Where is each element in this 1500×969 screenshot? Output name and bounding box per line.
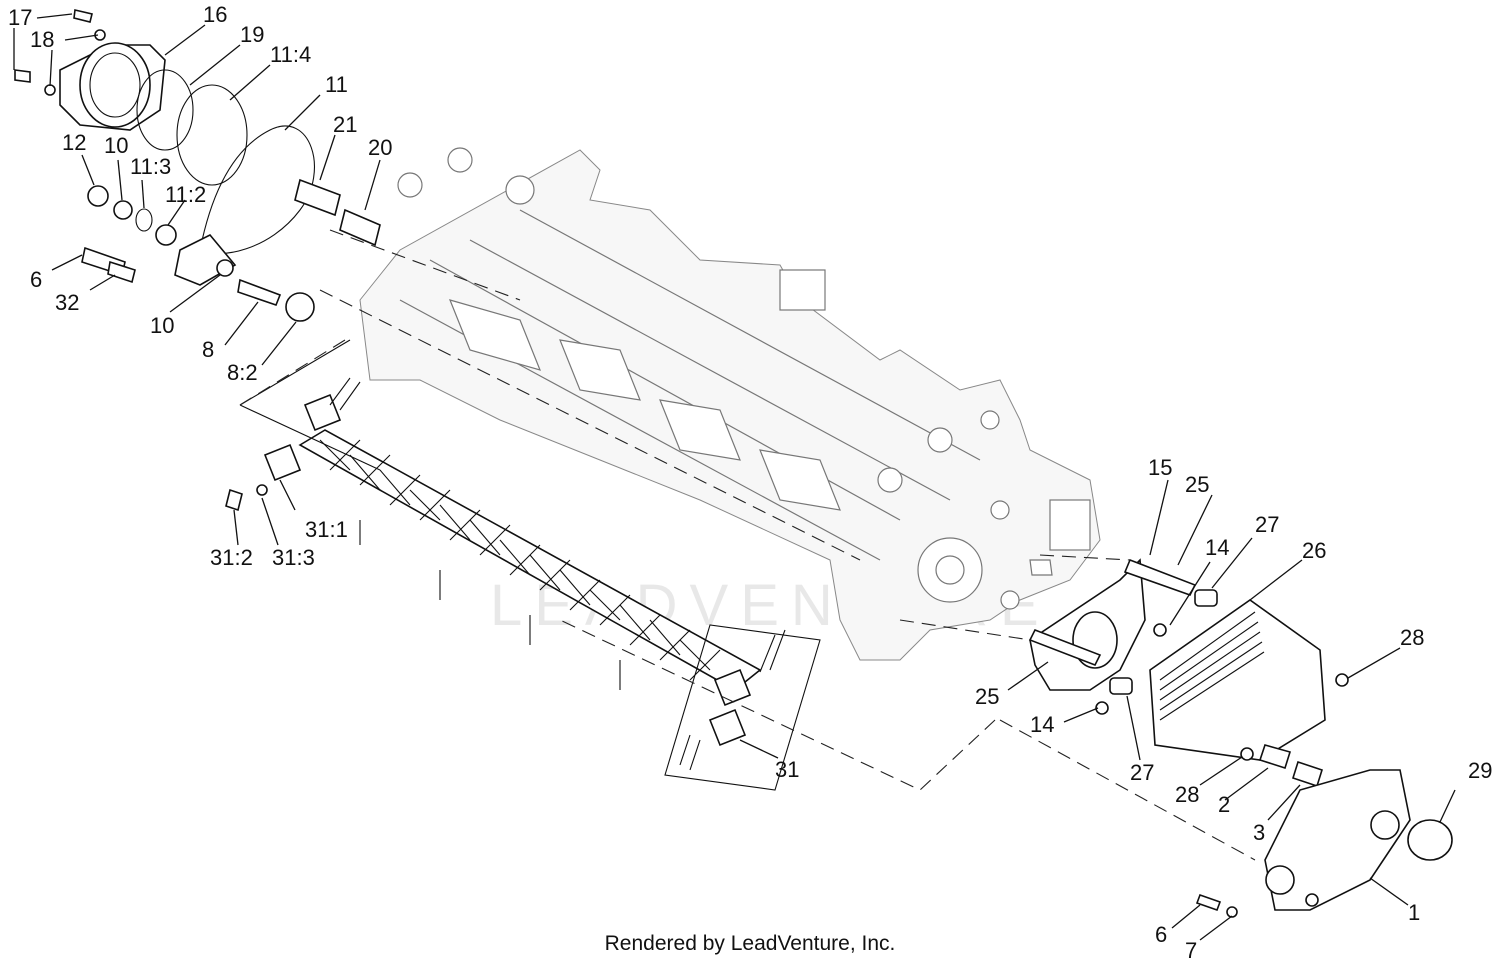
bearing-12 — [87, 185, 109, 207]
belt-11 — [199, 125, 315, 255]
callout-1: 1 — [1408, 900, 1420, 925]
bearing-kit-left — [225, 377, 361, 512]
callout-15: 15 — [1148, 455, 1172, 480]
rod-25-b — [1028, 628, 1102, 667]
callout-10-a: 10 — [104, 133, 128, 158]
screw-14-b — [1095, 701, 1109, 715]
callout-8: 8 — [202, 337, 214, 362]
rod-25-a — [1123, 558, 1197, 596]
nut-28-a — [1335, 673, 1349, 687]
bearing-8-2 — [285, 292, 315, 322]
washer-11-2 — [155, 224, 177, 246]
callout-28-a: 28 — [1400, 625, 1424, 650]
callout-10-b: 10 — [150, 313, 174, 338]
render-credit: Rendered by LeadVenture, Inc. — [604, 932, 896, 955]
callout-11-4: 11:4 — [270, 42, 311, 67]
cap-29 — [1407, 819, 1453, 861]
bearing-housing — [59, 42, 166, 131]
callout-14-b: 14 — [1030, 712, 1054, 737]
callout-31-3: 31:3 — [272, 545, 315, 570]
callout-11: 11 — [325, 72, 348, 97]
spacer-27-a — [1194, 589, 1218, 607]
cover-26 — [1149, 599, 1326, 761]
callout-20: 20 — [368, 135, 392, 160]
leader-lines — [13, 13, 1456, 941]
callout-2: 2 — [1218, 792, 1230, 817]
callout-14-a: 14 — [1205, 535, 1229, 560]
callout-32: 32 — [55, 290, 79, 315]
callout-31-1: 31:1 — [305, 517, 348, 542]
callout-25-a: 25 — [1185, 472, 1209, 497]
callout-26: 26 — [1302, 538, 1326, 563]
callout-18: 18 — [30, 27, 54, 52]
gasket-11-4 — [176, 84, 248, 186]
callout-28-b: 28 — [1175, 782, 1199, 807]
callout-11-2: 11:2 — [165, 182, 206, 207]
gearbox-1 — [1264, 769, 1411, 911]
spacer-3 — [1292, 760, 1323, 788]
callout-6-b: 6 — [1155, 922, 1167, 947]
spacer-27-b — [1109, 677, 1133, 695]
callout-31: 31 — [775, 757, 799, 782]
callout-3: 3 — [1253, 820, 1265, 845]
kit-31-box — [664, 624, 821, 791]
bolt-17-b — [73, 9, 93, 23]
kit-31-bracket — [239, 339, 381, 471]
callout-7: 7 — [1185, 938, 1197, 963]
reference-lines — [239, 229, 1256, 861]
pulley-21 — [294, 178, 341, 217]
spacer-10-b — [216, 259, 234, 277]
reel — [298, 429, 762, 691]
pulley-20 — [339, 208, 381, 247]
bushing-2 — [1258, 744, 1292, 770]
shaft-8 — [237, 278, 282, 307]
nut-18-b — [44, 84, 56, 96]
callout-27-a: 27 — [1255, 512, 1279, 537]
o-ring-19 — [136, 69, 194, 151]
callout-25-b: 25 — [975, 684, 999, 709]
callout-27-b: 27 — [1130, 760, 1154, 785]
callout-29: 29 — [1468, 758, 1492, 783]
spacer-10 — [113, 200, 133, 220]
bolt-17-a — [14, 69, 31, 83]
callout-8-2: 8:2 — [227, 360, 258, 385]
shoulder-bolt-32 — [107, 260, 136, 284]
cutting-unit-frame — [359, 147, 1101, 661]
callout-19: 19 — [240, 22, 264, 47]
callout-6-a: 6 — [30, 267, 42, 292]
callout-12: 12 — [62, 130, 86, 155]
screw-14-a — [1153, 623, 1167, 637]
callout-21: 21 — [333, 112, 357, 137]
callout-31-2: 31:2 — [210, 545, 253, 570]
callout-11-3: 11:3 — [130, 154, 171, 179]
callout-16: 16 — [203, 2, 227, 27]
nut-28-b — [1240, 747, 1254, 761]
bolt-6-b — [1195, 893, 1222, 912]
ring-11-3 — [135, 208, 153, 232]
callout-labels: 17 16 18 19 11:4 11 21 20 12 10 11:3 11:… — [8, 2, 1492, 963]
callout-17: 17 — [8, 5, 32, 30]
washer-7 — [1226, 906, 1238, 918]
